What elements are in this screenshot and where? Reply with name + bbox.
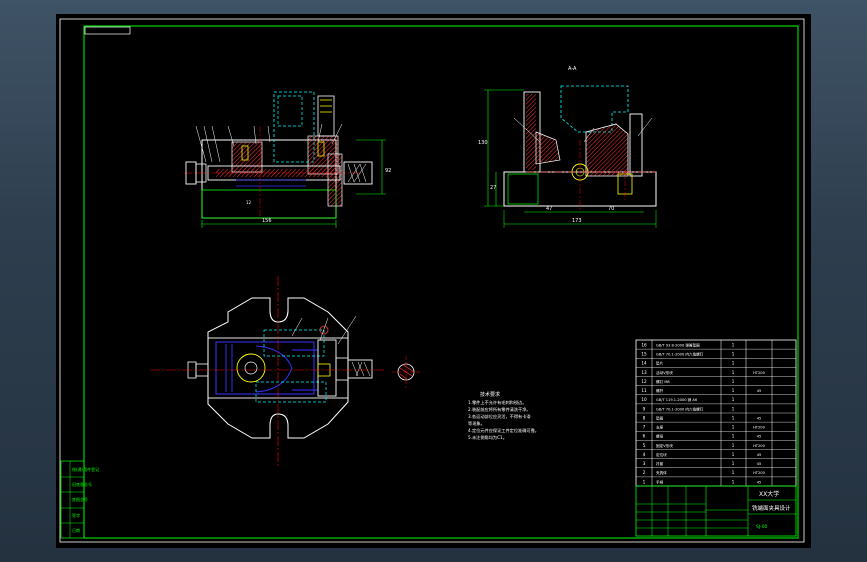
- strip-label-2: 底图总号: [72, 496, 88, 502]
- bom-cell-qty: 1: [732, 406, 735, 411]
- bom-cell-name: 手柄: [656, 479, 664, 484]
- bom-cell-mat: 45: [757, 462, 762, 466]
- bom-cell-mat: 45: [757, 389, 762, 393]
- note-line-4: 4.定位元件应保证工件定位准确可靠。: [468, 427, 539, 434]
- dim-height-left: 130: [478, 140, 488, 146]
- bom-cell-qty: 1: [732, 452, 735, 457]
- outer-border: [59, 18, 805, 543]
- bom-cell-no: 16: [641, 342, 647, 347]
- bom-cell-name: 固定V形块: [656, 443, 673, 448]
- bom-cell-no: 5: [643, 443, 646, 448]
- dim-width-b: 70: [608, 206, 614, 212]
- drawing-number: SJ-00: [756, 524, 768, 530]
- bom-cell-name: 夹具体: [656, 470, 667, 475]
- bom-cell-no: 11: [641, 388, 647, 393]
- bom-cell-name: 定位块: [656, 452, 667, 457]
- bom-cell-qty: 1: [732, 470, 735, 475]
- bom-cell-qty: 1: [732, 415, 735, 420]
- bom-cell-qty: 1: [732, 379, 735, 384]
- bom-cell-name: 衬套: [656, 461, 664, 466]
- strip-label-1: 旧底图总号: [72, 481, 92, 487]
- bom-cell-name: 螺钉 M8: [656, 379, 670, 384]
- bom-cell-name: 螺母: [656, 434, 664, 439]
- bom-cell-qty: 1: [732, 425, 735, 430]
- bom-cell-no: 8: [643, 415, 646, 420]
- bom-cell-mat: 45: [757, 416, 762, 420]
- top-view: [150, 276, 420, 466]
- dim-small: 12: [246, 200, 252, 205]
- note-line-5: 5.未注倒角均为C1。: [468, 434, 507, 441]
- bom-cell-mat: 45: [757, 453, 762, 457]
- bom-cell-no: 2: [643, 470, 646, 475]
- bom-cell-no: 10: [641, 397, 647, 402]
- dim-width-a: 47: [546, 206, 552, 212]
- title-block: XX大学 铣端面夹具设计 SJ-00: [635, 485, 797, 537]
- note-line-3: 等现象。: [468, 420, 485, 427]
- bom-cell-no: 3: [643, 461, 646, 466]
- note-line-0: 1.零件上不允许有毛刺和锐边。: [468, 399, 526, 406]
- school-name: XX大学: [759, 490, 779, 498]
- binding-strip: 借(通)用件登记 旧底图总号 底图总号 签字 日期: [60, 460, 99, 539]
- note-line-1: 2.装配前应将所有零件清洗干净。: [468, 406, 531, 413]
- bom-cell-name: GB/T 119.1-2000 销 A6: [656, 397, 698, 402]
- code-box: [84, 26, 131, 35]
- bom-cell-name: GB/T 70.1-2000 内六角螺钉: [656, 352, 704, 357]
- bom-cell-name: 垫圈: [656, 415, 664, 420]
- bom-cell-mat: HT200: [753, 444, 765, 448]
- note-line-2: 3.各运动部位应灵活，不得有卡滞: [468, 413, 531, 420]
- bom-cell-name: GB/T 93 8-2000 弹簧垫圈: [656, 342, 700, 347]
- strip-label-4: 日期: [72, 527, 80, 533]
- cad-drawing: 借(通)用件登记 旧底图总号 底图总号 签字 日期: [59, 18, 805, 543]
- section-view: A-A 130 27 47 70: [478, 66, 657, 228]
- bom-cell-name: 螺杆: [656, 388, 664, 393]
- bom-cell-mat: 45: [757, 480, 762, 484]
- front-view: 156 92 12: [184, 91, 391, 228]
- bom-cell-name: GB/T 70.1-2000 内六角螺钉: [656, 406, 704, 411]
- bom-cell-no: 12: [641, 379, 647, 384]
- bom-cell-name: 支座: [656, 425, 664, 430]
- bom-cell-qty: 1: [732, 479, 735, 484]
- bom-cell-no: 9: [643, 406, 646, 411]
- bom-cell-mat: HT200: [753, 371, 765, 375]
- bom-cell-no: 14: [641, 361, 647, 366]
- bom-cell-name: 垫片: [656, 361, 664, 366]
- dim-overall-length: 156: [262, 218, 272, 224]
- bom-cell-qty: 1: [732, 342, 735, 347]
- bom-cell-qty: 1: [732, 352, 735, 357]
- tech-notes: 技术要求 1.零件上不允许有毛刺和锐边。 2.装配前应将所有零件清洗干净。 3.…: [468, 391, 539, 441]
- bom-cell-no: 6: [643, 434, 646, 439]
- dim-height-small: 27: [490, 185, 496, 191]
- bom-cell-no: 7: [643, 425, 646, 430]
- section-label: A-A: [568, 66, 577, 72]
- bom-cell-no: 15: [641, 352, 647, 357]
- bom-cell-qty: 1: [732, 388, 735, 393]
- bom-cell-mat: HT200: [753, 426, 765, 430]
- notes-title: 技术要求: [480, 391, 500, 398]
- bom-cell-no: 1: [643, 479, 646, 484]
- bom-cell-no: 4: [643, 452, 646, 457]
- bom-cell-qty: 1: [732, 461, 735, 466]
- bom-cell-qty: 1: [732, 434, 735, 439]
- bom-cell-qty: 1: [732, 361, 735, 366]
- dim-height-right: 92: [385, 168, 391, 174]
- drawing-canvas[interactable]: 借(通)用件登记 旧底图总号 底图总号 签字 日期: [56, 14, 811, 548]
- bom-cell-qty: 1: [732, 397, 735, 402]
- bom-cell-qty: 1: [732, 443, 735, 448]
- bom-cell-no: 13: [641, 370, 647, 375]
- dim-overall-width: 173: [572, 218, 582, 224]
- bom-cell-mat: 45: [757, 435, 762, 439]
- strip-label-3: 签字: [72, 512, 80, 518]
- inner-frame: [83, 25, 799, 539]
- bom-cell-mat: HT200: [753, 471, 765, 475]
- bom-cell-name: 活动V形块: [656, 370, 673, 375]
- bom-cell-qty: 1: [732, 370, 735, 375]
- strip-label-0: 借(通)用件登记: [72, 466, 99, 472]
- drawing-title: 铣端面夹具设计: [752, 504, 791, 512]
